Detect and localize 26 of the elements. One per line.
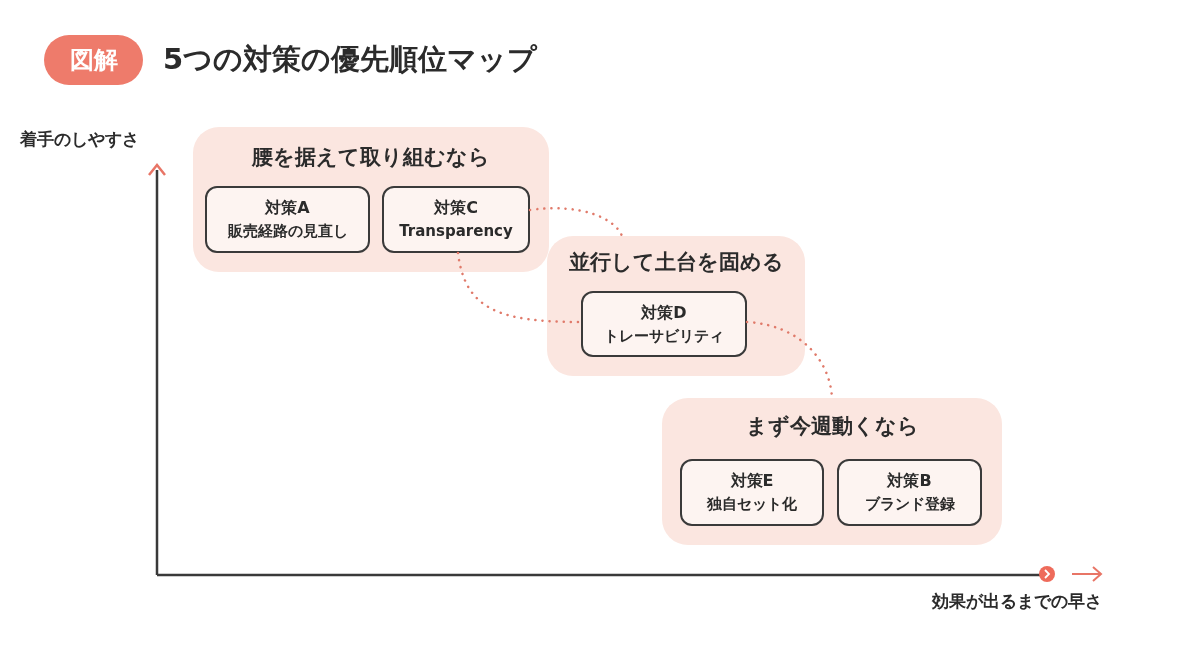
badge: 図解 <box>44 35 143 85</box>
measure-box <box>837 459 982 526</box>
group-panel <box>193 127 549 272</box>
group-panel <box>547 236 805 376</box>
measure-description: トレーサビリティ <box>604 325 724 347</box>
dotted-connector <box>528 207 624 238</box>
measure-box <box>581 291 747 357</box>
group-heading: 腰を据えて取り組むなら <box>250 144 491 171</box>
measure-box <box>382 186 530 253</box>
axis-label: 着手のしやすさ <box>20 128 139 151</box>
title: 5つの対策の優先順位マップ <box>163 41 538 78</box>
measure-name: 対策C <box>434 197 478 220</box>
group-panel <box>662 398 1002 545</box>
measure-name: 対策D <box>641 301 687 324</box>
measure-box <box>205 186 370 253</box>
measure-description: Transparency <box>399 221 513 243</box>
group-heading: 並行して土台を固める <box>567 249 785 276</box>
measure-description: ブランド登録 <box>864 494 955 516</box>
measure-description: 独自セット化 <box>707 494 797 516</box>
measure-description: 販売経路の見直し <box>227 221 348 243</box>
measure-name: 対策B <box>887 470 932 493</box>
measure-name: 対策A <box>265 197 310 220</box>
group-heading: まず今週動くなら <box>744 413 920 440</box>
measure-box <box>680 459 824 526</box>
measure-name: 対策E <box>730 470 774 493</box>
axis-label: 効果が出るまでの早さ <box>932 590 1102 613</box>
